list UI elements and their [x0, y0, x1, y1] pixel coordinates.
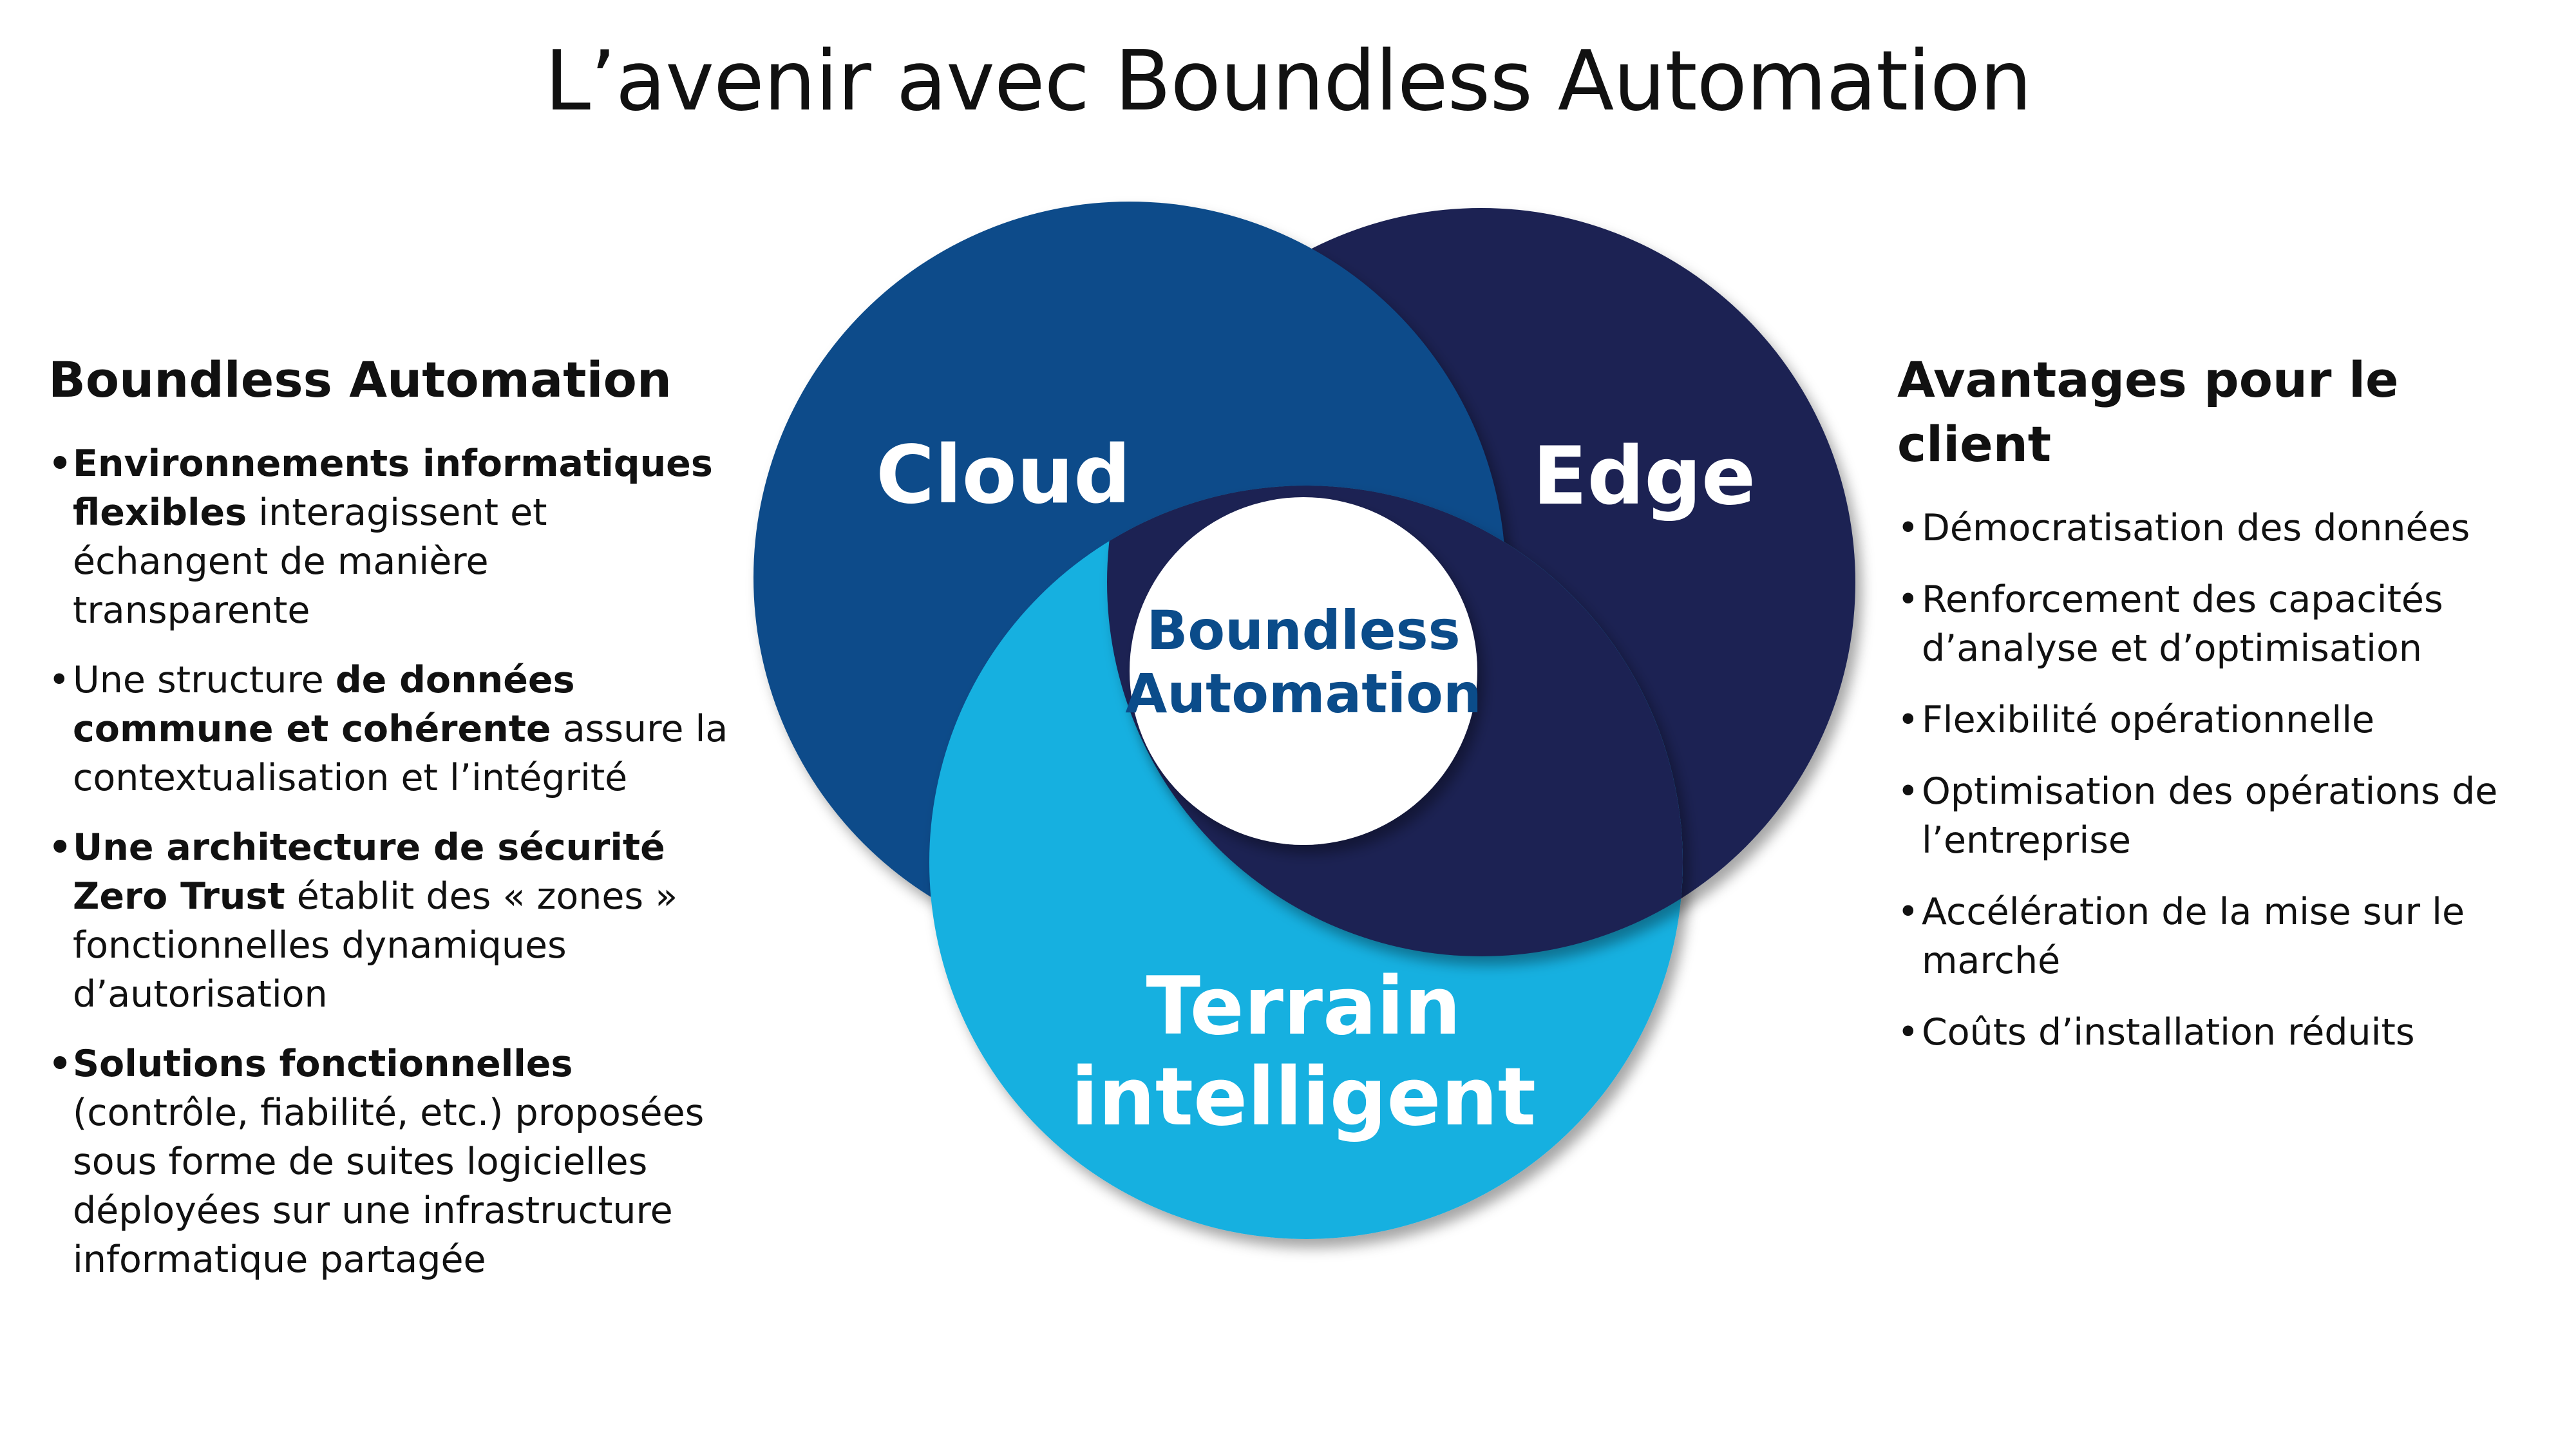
edge-label: Edge [1533, 430, 1756, 523]
benefit-item: Coûts d’installation réduits [1897, 1008, 2541, 1057]
left-bullet-item: Environnements informatiques flexibles i… [48, 439, 737, 635]
bullet-text: (contrôle, fiabilité, etc.) proposées so… [73, 1092, 705, 1281]
left-bullet-item: Solutions fonctionnelles (contrôle, fiab… [48, 1039, 737, 1284]
bullet-bold-text: Une architecture de sécurité Zero Trust [73, 826, 665, 918]
left-column: Boundless Automation Environnements info… [48, 348, 737, 1305]
terrain-label-line2: intelligent [1071, 1051, 1536, 1144]
bullet-bold-text: Environnements informatiques flexibles [73, 442, 713, 534]
left-bullet-item: Une architecture de sécurité Zero Trust … [48, 823, 737, 1019]
right-column: Avantages pour le client Démocratisation… [1897, 348, 2541, 1079]
right-heading: Avantages pour le client [1897, 351, 2399, 473]
terrain-label-line1: Terrain [1146, 960, 1461, 1053]
left-bullet-list: Environnements informatiques flexibles i… [48, 439, 737, 1284]
left-bullet-item: Une structure de données commune et cohé… [48, 656, 737, 802]
bullet-bold-text: de données commune et cohérente [73, 659, 575, 750]
benefit-item: Optimisation des opérations de l’entrepr… [1897, 767, 2541, 865]
benefit-item: Démocratisation des données [1897, 504, 2541, 553]
bullet-text: Une structure [73, 659, 336, 701]
page-title: L’avenir avec Boundless Automation [544, 33, 2032, 129]
left-heading: Boundless Automation [48, 351, 672, 408]
right-bullet-list: Démocratisation des donnéesRenforcement … [1897, 504, 2541, 1057]
bullet-text: assure la contextualisation et l’intégri… [73, 708, 728, 799]
bullet-text: interagissent et échangent de manière tr… [73, 491, 547, 632]
cloud-label: Cloud [876, 429, 1131, 522]
benefit-item: Renforcement des capacités d’analyse et … [1897, 575, 2541, 673]
bullet-bold-text: Solutions fonctionnelles [73, 1043, 573, 1085]
center-label-line2: Automation [1125, 662, 1481, 725]
bullet-text: établit des « zones » fonctionnelles dyn… [73, 875, 678, 1016]
benefit-item: Flexibilité opérationnelle [1897, 696, 2541, 744]
center-circle [1130, 497, 1477, 845]
center-label-line1: Boundless [1146, 599, 1460, 662]
benefit-item: Accélération de la mise sur le marché [1897, 887, 2541, 985]
